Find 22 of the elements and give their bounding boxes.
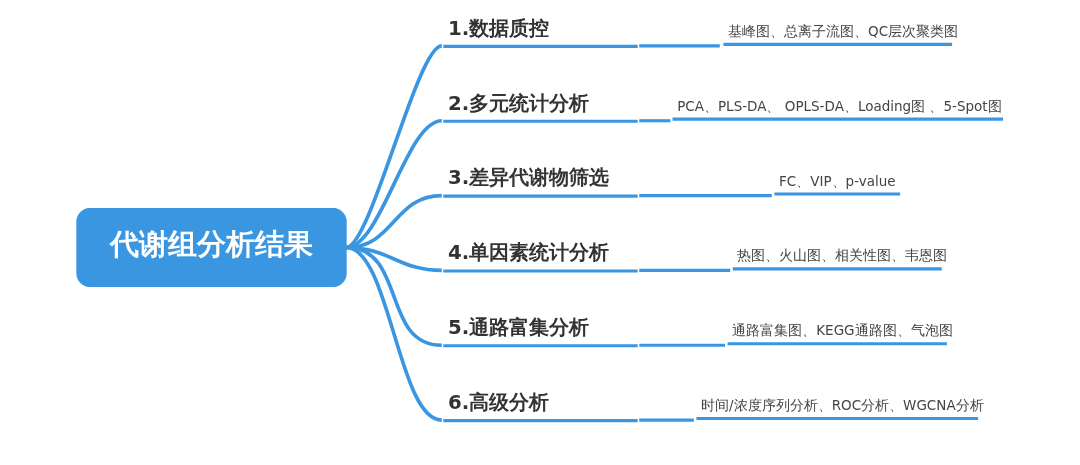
- connector: [638, 43, 720, 47]
- connector: [638, 193, 772, 197]
- node-text: 4.单因素统计分析: [447, 240, 609, 264]
- connector: [345, 245, 442, 422]
- connector: [638, 268, 730, 272]
- node-box: 代谢组分析结果: [75, 207, 347, 287]
- node-text: 时间/浓度序列分析、ROC分析、WGCNA分析: [700, 396, 984, 413]
- node-text: PCA、PLS-DA、 OPLS-DA、Loading图 、5-Spot图: [676, 97, 1002, 114]
- node-text: 热图、火山图、相关性图、韦恩图: [736, 246, 947, 263]
- node-text: 5.通路富集分析: [447, 315, 589, 339]
- node-text: 通路富集图、KEGG通路图、气泡图: [731, 321, 953, 338]
- node-text: 3.差异代谢物筛选: [447, 165, 609, 189]
- node-text: 1.数据质控: [447, 16, 549, 40]
- node-text: 2.多元统计分析: [447, 91, 589, 115]
- connector: [638, 118, 670, 122]
- connector: [638, 343, 725, 347]
- node-text: 6.高级分析: [447, 390, 549, 414]
- connector: [638, 418, 694, 422]
- connector: [344, 43, 443, 249]
- connector: [345, 118, 442, 249]
- node-text: 基峰图、总离子流图、QC层次聚类图: [727, 22, 958, 39]
- node-text: FC、VIP、p-value: [778, 172, 896, 189]
